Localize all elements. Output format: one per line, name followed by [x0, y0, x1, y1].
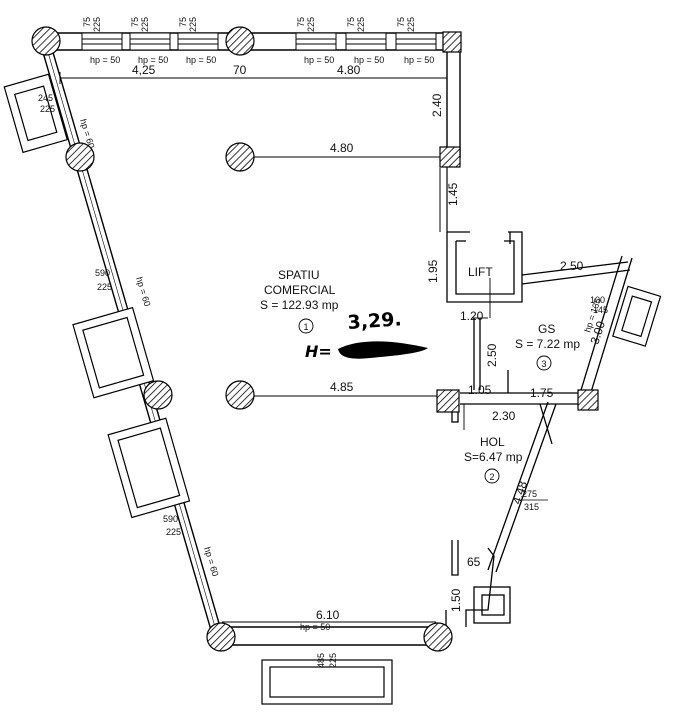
column-square: [439, 146, 461, 168]
window-width-label: 590: [163, 514, 178, 524]
room-name: LIFT: [468, 265, 493, 279]
dim-top-right: 4.80: [337, 63, 361, 77]
room-area: S = 7.22 mp: [515, 337, 580, 351]
room-area: S = 122.93 mp: [260, 298, 339, 312]
column-circle: [225, 142, 255, 172]
dim-right-upper: 2.40: [430, 93, 444, 117]
window-height-label: 225: [328, 653, 338, 668]
window-height-label: 225: [406, 17, 416, 32]
window-hp-label: hp = 50: [304, 55, 334, 65]
room-area: S=6.47 mp: [464, 450, 523, 464]
room-hol: HOL S=6.47 mp 2: [464, 435, 523, 484]
dimension-labels: 4,25 70 4.80 2.40 4.80 1.45 1.95 2.50 1.…: [132, 63, 608, 622]
dim-entry-small: 65: [467, 555, 481, 569]
dim-right-mid: 1.45: [446, 182, 460, 206]
window-height-label: 225: [97, 282, 112, 292]
column-circle: [143, 380, 173, 410]
window-width-label: 485: [316, 653, 326, 668]
window-height-label: 225: [140, 17, 150, 32]
window-hp-label: hp = 50: [404, 55, 434, 65]
column-circle: [206, 622, 236, 652]
window-hp-label: hp = 50: [300, 622, 330, 632]
dim-lift-height: 1.95: [426, 259, 440, 283]
column-circle: [65, 142, 95, 172]
column-square: [436, 389, 460, 413]
column-circle: [225, 26, 255, 56]
dim-bottom: 6.10: [316, 608, 340, 622]
window-sill-label: 75: [130, 17, 140, 27]
dim-gs-top: 2.50: [560, 259, 584, 273]
dim-top-left: 4,25: [132, 63, 156, 77]
dimension-lines: [59, 72, 491, 623]
room-name-line1: SPATIU: [278, 268, 320, 282]
room-lift: LIFT: [468, 265, 493, 279]
window-hp-label: hp = 50: [354, 55, 384, 65]
window-hp-label: hp = 50: [138, 55, 168, 65]
room-gs: GS S = 7.22 mp 3: [515, 322, 580, 371]
gs-window-height: 145: [593, 305, 608, 315]
dim-diagonal: 4.48: [510, 479, 531, 506]
window-sill-label: 75: [396, 17, 406, 27]
window-hp-label: hp = 50: [90, 55, 120, 65]
dim-hall-b: 1.75: [530, 386, 554, 400]
window-sill-label: 75: [346, 17, 356, 27]
handwritten-prefix: H=: [305, 342, 332, 361]
dim-row2: 4.85: [330, 380, 354, 394]
room-commercial: SPATIU COMERCIAL S = 122.93 mp 1: [260, 268, 339, 334]
window-width-label: 245: [38, 93, 53, 103]
window-sill-label: 75: [178, 17, 188, 27]
handwritten-annotation: 3,29. H=: [305, 308, 428, 361]
window-height-label: 225: [40, 104, 55, 114]
door-height: 315: [524, 502, 539, 512]
window-height-label: 225: [92, 17, 102, 32]
window-sill-label: 75: [296, 17, 306, 27]
gs-window: [612, 285, 662, 347]
window-hp-label: hp = 50: [186, 55, 216, 65]
dim-gs-side: 3.00: [588, 319, 609, 346]
left-window-labels: 245 225 hp = 60 590 225 hp = 60 590 225 …: [38, 93, 338, 668]
window-bays: [3, 73, 393, 705]
window-height-label: 225: [188, 17, 198, 32]
dim-hall-vertical: 2.50: [485, 343, 499, 367]
dim-top-mid: 70: [233, 63, 247, 77]
room-name: HOL: [480, 435, 505, 449]
interior-walls: [445, 231, 633, 627]
gs-window-width: 100: [590, 295, 605, 305]
door-width: 275: [522, 489, 537, 499]
top-window-labels: 75 225 hp = 50 75 225 hp = 50 75 225 hp …: [82, 17, 434, 65]
handwritten-height: 3,29.: [347, 308, 403, 334]
window-height-label: 225: [356, 17, 366, 32]
window-sill-label: 75: [82, 17, 92, 27]
dim-hall-a: 1.05: [468, 383, 492, 397]
window-height-label: 225: [306, 17, 316, 32]
window-height-label: 225: [166, 527, 181, 537]
room-name: GS: [538, 322, 555, 336]
room-number: 3: [541, 359, 546, 369]
column-square: [577, 389, 599, 411]
column-circle: [225, 380, 255, 410]
columns: [31, 26, 599, 652]
dim-lift-bottom: 1.20: [460, 309, 484, 323]
room-name-line2: COMERCIAL: [264, 283, 336, 297]
room-number: 2: [489, 472, 494, 482]
room-number: 1: [303, 322, 308, 332]
column-square: [442, 31, 462, 53]
dim-entry-side: 1.50: [449, 588, 463, 612]
column-circle: [423, 622, 453, 652]
window-hp-label: hp = 60: [134, 276, 152, 308]
column-circle: [31, 26, 61, 56]
window-width-label: 590: [95, 268, 110, 278]
top-windows: [81, 32, 437, 51]
scribble-mark: [338, 341, 428, 359]
dim-hall-c: 2.30: [492, 409, 516, 423]
dim-row1: 4.80: [330, 141, 354, 155]
